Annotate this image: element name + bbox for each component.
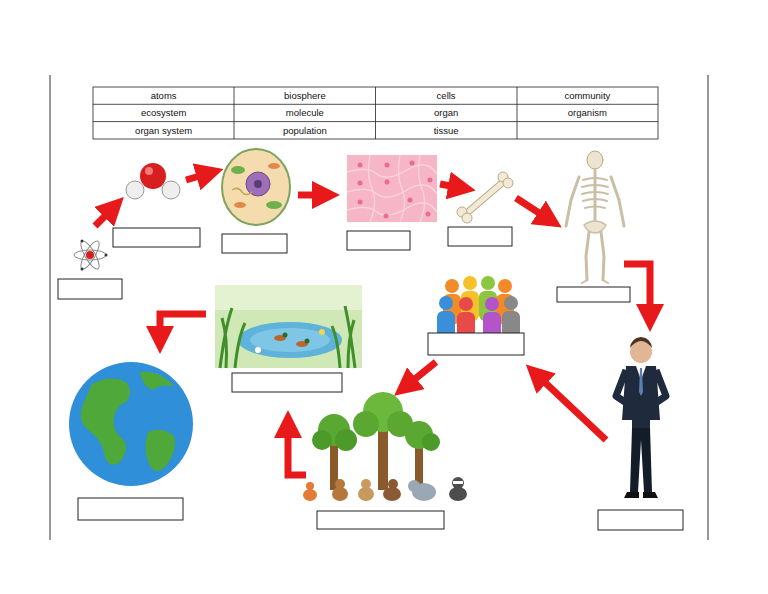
biosphere-picture (69, 362, 193, 486)
word-bank-grid (93, 87, 658, 139)
word-bank-word: organ (434, 107, 458, 118)
word-bank-cell: biosphere (235, 88, 374, 103)
word-bank-word: tissue (434, 125, 459, 136)
word-bank-word: atoms (151, 90, 177, 101)
word-bank-word: biosphere (284, 90, 326, 101)
community-picture (303, 392, 467, 501)
ecosystem-picture (215, 285, 362, 368)
page-rule (50, 75, 708, 540)
word-bank-word: population (283, 125, 327, 136)
word-bank-word: community (564, 90, 610, 101)
word-bank-cell: organ system (94, 123, 233, 138)
word-bank-cell: cells (377, 88, 516, 103)
word-bank-cell: organ (377, 105, 516, 120)
word-bank-word: organism (568, 107, 607, 118)
word-bank-word: cells (437, 90, 456, 101)
word-bank-cell: community (518, 88, 657, 103)
tissue-picture (347, 155, 437, 222)
word-bank-cell: ecosystem (94, 105, 233, 120)
word-bank-cell: tissue (377, 123, 516, 138)
word-bank-word: molecule (286, 107, 324, 118)
word-bank-cell: organism (518, 105, 657, 120)
skeleton-picture (566, 151, 624, 283)
word-bank-word: ecosystem (141, 107, 186, 118)
bone-picture (457, 172, 513, 223)
word-bank-cell: population (235, 123, 374, 138)
cell-picture (222, 149, 290, 225)
atom-picture (74, 239, 108, 272)
word-bank-word: organ system (135, 125, 192, 136)
organism-picture (616, 337, 666, 498)
word-bank-cell: atoms (94, 88, 233, 103)
word-bank-cell: molecule (235, 105, 374, 120)
answer-box (58, 227, 683, 530)
molecule-picture (126, 163, 180, 199)
